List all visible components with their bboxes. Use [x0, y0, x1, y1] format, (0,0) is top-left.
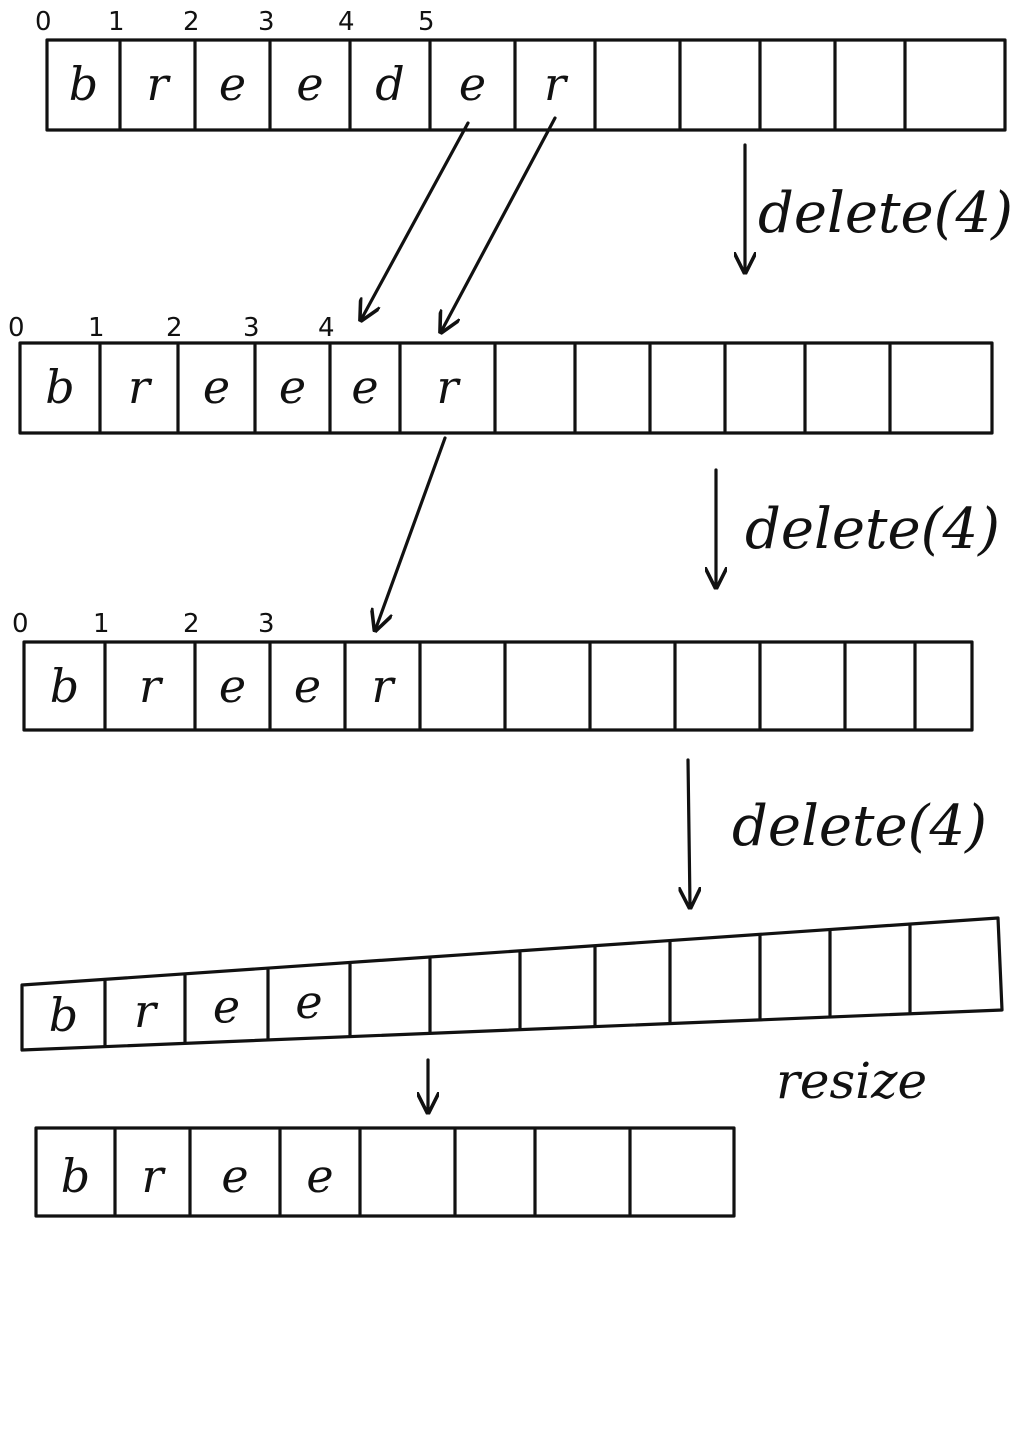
array-cell: d — [375, 57, 404, 111]
array-cell: r — [372, 659, 397, 713]
array-cell: b — [49, 988, 78, 1042]
array-cell: e — [294, 659, 321, 713]
array-cell: r — [437, 360, 462, 414]
shift-arrow-r — [442, 116, 557, 330]
index-label: 0 — [8, 313, 25, 343]
index-label: 0 — [35, 7, 52, 37]
array-2-dividers — [98, 343, 892, 433]
array-cell: e — [203, 360, 230, 414]
index-label: 2 — [166, 313, 183, 343]
operation-2: delete(4) — [716, 468, 1000, 585]
index-label: 2 — [183, 7, 200, 37]
array-3-outline — [22, 640, 974, 732]
array-cell: b — [61, 1149, 90, 1203]
array-cell: e — [351, 360, 378, 414]
operation-3: delete(4) — [688, 758, 987, 905]
array-5-dividers — [113, 1128, 632, 1216]
array-4-dividers — [103, 924, 912, 1047]
array-cell: r — [142, 1149, 167, 1203]
resize-label: resize — [776, 1052, 927, 1110]
array-cell: r — [134, 984, 159, 1038]
operation-label: delete(4) — [745, 497, 1000, 562]
array-cell: e — [219, 57, 246, 111]
array-cell: r — [147, 57, 172, 111]
index-label: 1 — [93, 609, 110, 639]
array-cell: e — [295, 975, 322, 1029]
index-label: 3 — [258, 7, 275, 37]
array-cell: r — [139, 659, 164, 713]
shift-arrow-e — [362, 121, 470, 318]
array-cell: e — [213, 979, 240, 1033]
down-arrow-icon — [688, 758, 690, 905]
index-label: 2 — [183, 609, 200, 639]
operation-1: delete(4) — [745, 143, 1013, 270]
index-label: 3 — [258, 609, 275, 639]
array-1-indices: 0 1 2 3 4 5 — [35, 7, 435, 37]
array-cell: b — [45, 360, 74, 414]
index-label: 1 — [88, 313, 105, 343]
array-cell: b — [69, 57, 98, 111]
array-cell: e — [306, 1149, 333, 1203]
array-5-outline — [34, 1126, 736, 1218]
array-cell: e — [296, 57, 323, 111]
array-3-indices: 0 1 2 3 — [12, 609, 275, 639]
array-cell: e — [221, 1149, 248, 1203]
operation-label: delete(4) — [758, 181, 1013, 246]
index-label: 5 — [418, 7, 435, 37]
array-cell: e — [279, 360, 306, 414]
index-label: 1 — [108, 7, 125, 37]
index-label: 0 — [12, 609, 29, 639]
array-2-indices: 0 1 2 3 4 — [8, 313, 335, 343]
operation-label: delete(4) — [732, 794, 987, 859]
array-cell: r — [544, 57, 569, 111]
array-1-dividers — [118, 40, 907, 130]
array-1-outline — [45, 38, 1007, 132]
array-cell: e — [459, 57, 486, 111]
array-4-outline — [20, 916, 1004, 1052]
index-label: 4 — [338, 7, 355, 37]
array-cell: e — [219, 659, 246, 713]
index-label: 4 — [318, 313, 335, 343]
index-label: 3 — [243, 313, 260, 343]
array-3-dividers — [103, 642, 917, 730]
array-2-outline — [18, 341, 994, 435]
array-cell: r — [128, 360, 153, 414]
shift-arrow-r — [376, 436, 447, 628]
array-cell: b — [50, 659, 79, 713]
